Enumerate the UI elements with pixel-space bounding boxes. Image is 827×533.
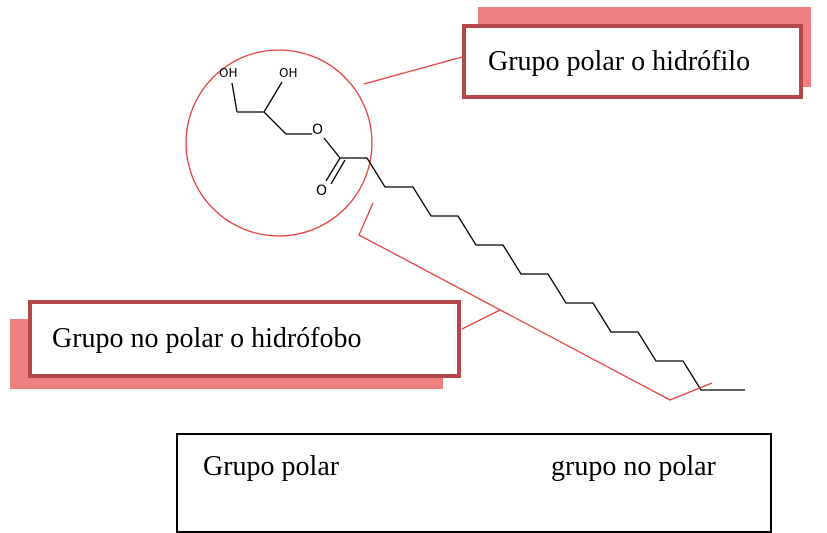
- glycerol-backbone: [231, 81, 341, 159]
- hydrocarbon-chain: [366, 157, 745, 391]
- legend-nonpolar-label: grupo no polar: [551, 451, 716, 482]
- nonpolar-callout-label: Grupo no polar o hidrófobo: [52, 323, 362, 354]
- carbonyl-group: [325, 157, 367, 185]
- nonpolar-callout-connector: [461, 309, 501, 330]
- nonpolar-bracket: [358, 202, 713, 401]
- polar-callout-label: Grupo polar o hidrófilo: [488, 45, 751, 77]
- legend-polar-label: Grupo polar: [203, 451, 340, 482]
- polar-callout-connector: [363, 56, 463, 85]
- oh-label-2: OH: [279, 66, 297, 80]
- nonpolar-callout-box: Grupo no polar o hidrófobo: [28, 300, 461, 378]
- polar-head-circle: [185, 49, 373, 237]
- oh-label-1: OH: [219, 66, 237, 80]
- ester-oxygen-label: O: [312, 122, 323, 138]
- legend-box: Grupo polar grupo no polar: [176, 433, 772, 533]
- carbonyl-oxygen-label: O: [316, 183, 327, 199]
- polar-callout-box: Grupo polar o hidrófilo: [462, 24, 803, 99]
